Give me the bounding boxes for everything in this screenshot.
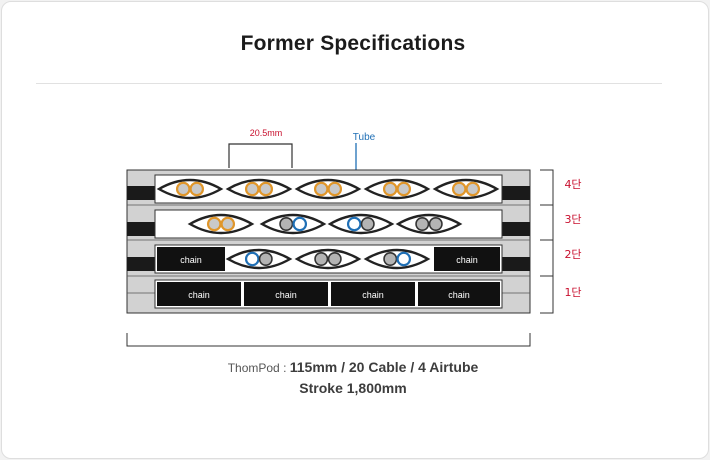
tube-label: Tube xyxy=(353,132,376,143)
spec-caption: ThomPod : 115mm / 20 Cable / 4 Airtube S… xyxy=(0,357,706,398)
chain-label: chain xyxy=(362,290,384,300)
orange-tube xyxy=(382,181,398,197)
tier-2-chains: chain chain xyxy=(157,247,500,271)
orange-tube xyxy=(244,181,260,197)
orange-tube xyxy=(220,216,236,232)
tier-1-chains: chain chain chain chain xyxy=(157,282,500,306)
air-tube xyxy=(244,251,260,267)
grey-cable xyxy=(428,217,443,232)
grey-cable xyxy=(314,252,329,267)
tier-label-4: 4단 xyxy=(564,178,581,191)
chain-label: chain xyxy=(448,290,470,300)
tier-4-cables xyxy=(156,178,500,200)
tier-label-3: 3단 xyxy=(564,213,581,226)
chain-label: chain xyxy=(275,290,297,300)
air-tube xyxy=(292,216,308,232)
caption-spec: 115mm / 20 Cable / 4 Airtube xyxy=(289,359,479,375)
air-tube xyxy=(396,251,412,267)
chain-label: chain xyxy=(180,255,202,265)
page-title: Former Specifications xyxy=(240,32,466,55)
orange-tube xyxy=(313,181,329,197)
chain-label: chain xyxy=(188,290,210,300)
orange-tube xyxy=(258,181,274,197)
caption-lead: ThomPod : xyxy=(227,361,290,375)
tier-bracket: 4단 3단 2단 1단 xyxy=(540,169,582,314)
grey-cable xyxy=(327,252,342,267)
orange-tube xyxy=(189,181,205,197)
grey-cable xyxy=(279,217,294,232)
width-bracket xyxy=(126,333,531,347)
orange-tube xyxy=(206,216,222,232)
grey-cable xyxy=(258,252,273,267)
grey-cable xyxy=(383,252,398,267)
orange-tube xyxy=(451,181,467,197)
tier-3-cables xyxy=(187,213,463,235)
title-divider xyxy=(36,83,662,84)
dimension-label: 20.5mm xyxy=(250,128,283,138)
air-tube xyxy=(346,216,362,232)
tier-2-cables xyxy=(225,248,431,270)
grey-cable xyxy=(360,217,375,232)
caption-stroke: Stroke 1,800mm xyxy=(299,380,407,396)
orange-tube xyxy=(327,181,343,197)
tier-label-2: 2단 xyxy=(564,248,581,261)
orange-tube xyxy=(396,181,412,197)
chain-label: chain xyxy=(456,255,478,265)
grey-cable xyxy=(415,217,430,232)
tier-label-1: 1단 xyxy=(564,286,581,299)
dimension-bracket: 20.5mm xyxy=(228,128,293,168)
orange-tube xyxy=(175,181,191,197)
orange-tube xyxy=(465,181,481,197)
